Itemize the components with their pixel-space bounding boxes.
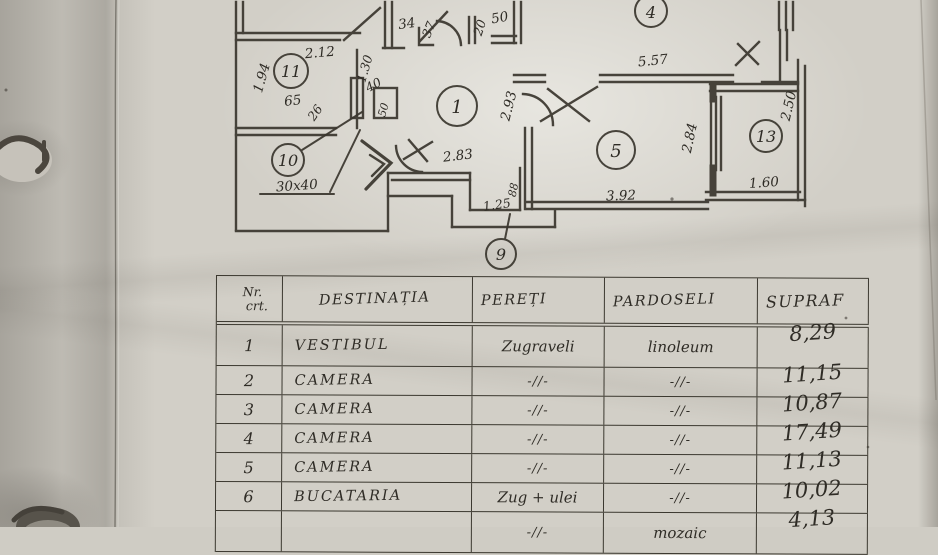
room-circle [596, 130, 636, 170]
room-circle [634, 0, 668, 28]
table-row: 5 CAMERA -//- -//- 11,13 [216, 447, 869, 485]
punch-hole [11, 505, 80, 527]
cell-nr: 4 [216, 424, 283, 453]
cell-nr: 2 [216, 366, 283, 395]
cell-destinatia: CAMERA [282, 424, 473, 454]
cell-pereti: Zug + ulei [471, 483, 605, 512]
cell-pardoseli: -//- [604, 396, 758, 426]
room-number-label: 4 [645, 3, 656, 22]
scanned-paper-background [0, 0, 938, 527]
table-row: 3 CAMERA -//- -//- 10,87 [216, 389, 869, 427]
cell-pereti: -//- [472, 454, 605, 483]
table-row: 4 CAMERA -//- -//- 17,49 [216, 418, 869, 456]
cell-nr: 5 [216, 453, 283, 482]
cell-pardoseli: mozaic [603, 512, 757, 554]
room-number-label: 13 [756, 127, 776, 146]
room-schedule-table: Nr. crt. DESTINAȚIA PEREȚI PARDOSELI SUP… [214, 275, 869, 555]
room-number-label: 1 [451, 97, 462, 118]
header-nr-line2: crt. [245, 297, 268, 313]
table-row: -//- mozaic 4,13 [215, 505, 868, 555]
paper-specks [4, 88, 870, 449]
cell-pardoseli: -//- [604, 367, 758, 397]
room-circle [436, 85, 478, 127]
cell-destinatia: CAMERA [282, 395, 473, 425]
leader-line [301, 111, 363, 151]
cell-pardoseli: -//- [604, 425, 758, 455]
table-header-row: Nr. crt. DESTINAȚIA PEREȚI PARDOSELI SUP… [216, 276, 869, 328]
dimension-label: 2.84 [679, 122, 701, 156]
header-cell-nr: Nr. crt. [216, 276, 283, 322]
dimension-label: 2.50 [778, 89, 801, 123]
cell-destinatia: CAMERA [282, 453, 473, 483]
header-cell-destinatia: DESTINAȚIA [282, 276, 473, 323]
cell-pardoseli: linoleum [604, 326, 758, 368]
dimension-label: 1.60 [748, 174, 780, 192]
cell-pereti: -//- [472, 425, 605, 454]
punch-hole [0, 135, 52, 182]
cell-pereti: -//- [472, 367, 605, 396]
cell-nr: 3 [216, 395, 283, 424]
cell-destinatia: CAMERA [282, 366, 473, 396]
dimension-label: 2.12 [303, 44, 335, 63]
table-row: 2 CAMERA -//- -//- 11,15 [216, 360, 869, 398]
note-label: 30x40 [275, 177, 318, 196]
dimension-label: 34 [397, 15, 416, 33]
cell-nr: 6 [215, 482, 283, 511]
room-number-label: 9 [496, 245, 506, 264]
dimension-label: 2.83 [441, 146, 474, 166]
dimension-label: 37 [419, 19, 439, 39]
dimension-label: 20 [470, 18, 490, 39]
room-circle [485, 238, 517, 270]
dimension-label: 40 [362, 74, 384, 95]
cell-pardoseli: -//- [604, 454, 758, 484]
dimension-label: 26 [304, 102, 326, 124]
dimension-label: 1.94 [250, 61, 274, 94]
dimension-label: 2.93 [497, 89, 520, 123]
header-cell-supraf: SUPRAF [757, 278, 869, 324]
dimension-label: 3.92 [606, 187, 637, 204]
dimension-label: 5.57 [637, 51, 669, 70]
dimension-label: 50 [375, 101, 391, 118]
dimension-label: 65 [283, 92, 302, 110]
dimension-label: 50 [490, 9, 510, 28]
cell-destinatia: BUCATARIA [281, 482, 473, 512]
room-circle [273, 53, 309, 89]
room-number-label: 5 [610, 141, 621, 162]
cell-supraf: 4,13 [756, 505, 868, 554]
cell-pereti: -//- [471, 512, 604, 553]
cell-pardoseli: -//- [603, 483, 758, 513]
leader-line [504, 213, 511, 240]
leader-line [329, 129, 361, 193]
dimension-label: 88 [506, 182, 522, 198]
dimension-labels: 1.94 65 2.12 26 1.30 40 50 34 37 20 50 5… [250, 9, 800, 214]
cell-nr: 1 [216, 325, 283, 366]
cell-nr [215, 511, 282, 552]
plan-symbols [259, 0, 783, 270]
room-circle [271, 143, 305, 177]
header-cell-pardoseli: PARDOSELI [604, 277, 758, 324]
floor-plan: 11 10 1 4 5 13 9 1.94 65 2.12 26 1.30 40… [0, 0, 937, 527]
dimension-label: 1.30 [354, 53, 376, 84]
cell-destinatia [281, 511, 472, 553]
table-row: 1 VESTIBUL Zugraveli linoleum 8,29 [216, 319, 869, 369]
cell-pereti: -//- [472, 396, 605, 425]
plan-walls [234, 0, 807, 233]
entrance-arrow-icon [368, 153, 386, 178]
table-row: 6 BUCATARIA Zug + ulei -//- 10,02 [215, 476, 869, 514]
entrance-arrow-icon [360, 139, 394, 191]
room-circle [749, 119, 783, 153]
paper-crease [114, 0, 937, 527]
header-nr-line1: Nr. [242, 284, 263, 300]
room-number-label: 10 [278, 151, 298, 170]
cell-pereti: Zugraveli [472, 326, 605, 367]
room-number-labels: 11 10 1 4 5 13 9 [278, 3, 776, 264]
dimension-label: 1.25 [482, 195, 512, 214]
room-number-label: 11 [281, 62, 301, 81]
cell-destinatia: VESTIBUL [282, 325, 473, 367]
header-cell-pereti: PEREȚI [472, 277, 605, 323]
